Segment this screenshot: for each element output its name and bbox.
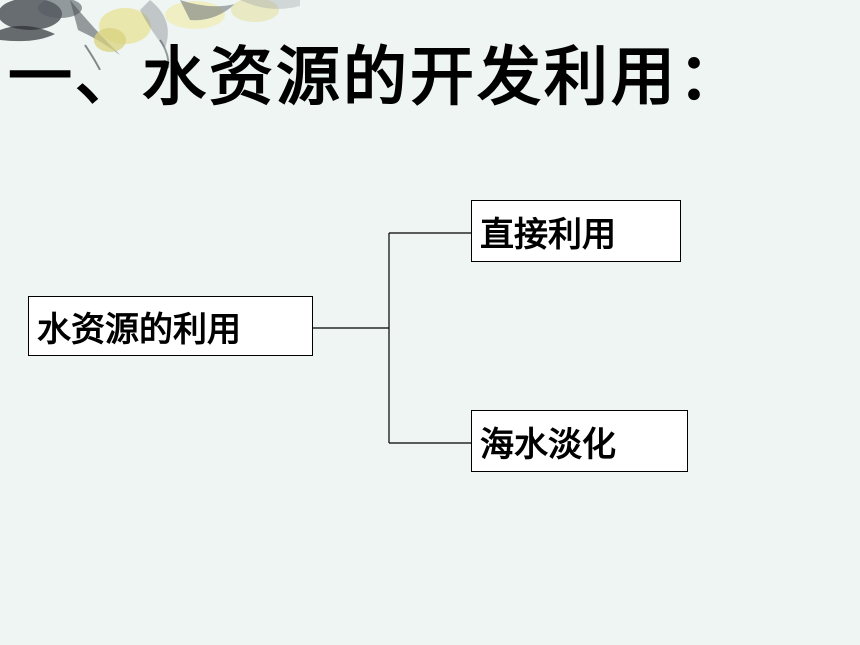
ink-flower-painting-icon (0, 0, 300, 70)
child-node-label: 海水淡化 (480, 424, 616, 465)
root-node-water-resource-use: 水资源的利用 (28, 296, 313, 356)
root-node-label: 水资源的利用 (37, 309, 241, 350)
slide-title: 一、水资源的开发利用： (8, 41, 745, 115)
child-node-label: 直接利用 (480, 214, 616, 255)
child-node-desalination: 海水淡化 (471, 410, 688, 472)
child-node-direct-use: 直接利用 (471, 200, 681, 262)
